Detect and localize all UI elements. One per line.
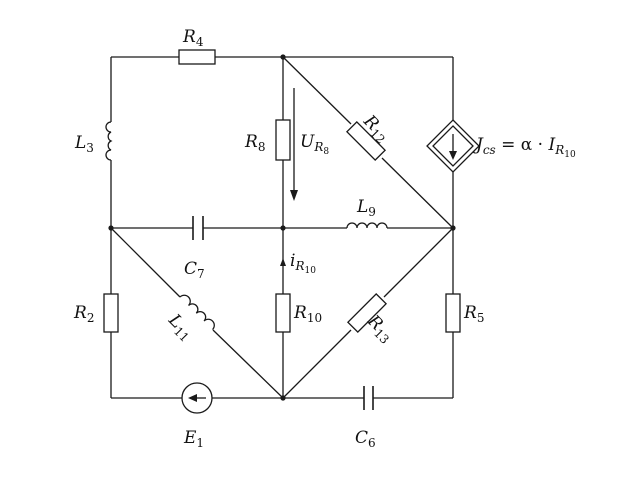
resistor-R10 [275, 293, 291, 333]
resistor-R2 [103, 293, 119, 333]
junction-bottom-middle [280, 395, 286, 401]
inductor-L3 [105, 121, 113, 161]
label-R5: R5 [463, 303, 484, 325]
label-Jcs: Jcs = α · IR10 [473, 135, 576, 160]
label-C7: C7 [184, 259, 205, 281]
inductor-L11 [179, 294, 215, 330]
junction-dots [108, 54, 456, 401]
label-L9: L9 [356, 197, 376, 219]
label-R2: R2 [73, 303, 94, 325]
wires [110, 56, 454, 399]
resistor-R13 [346, 292, 388, 334]
label-UR8: UR8 [300, 132, 329, 157]
junction-left-middle [108, 225, 114, 231]
label-iR10: iR10 [290, 251, 316, 276]
dependent-current-source-Jcs [426, 119, 480, 173]
label-R4: R4 [182, 27, 204, 49]
resistor-R4 [178, 49, 216, 65]
current-arrow-iR10 [280, 258, 286, 266]
voltage-arrow-UR8 [290, 88, 298, 201]
label-C6: C6 [355, 428, 376, 450]
resistor-R8 [275, 119, 291, 161]
label-E1: E1 [183, 428, 204, 450]
junction-center [280, 225, 286, 231]
label-R8: R8 [244, 132, 265, 154]
capacitor-C6 [363, 386, 374, 410]
label-R10: R10 [293, 303, 322, 325]
inductor-L9 [346, 222, 388, 229]
junction-top-middle [280, 54, 286, 60]
label-L3: L3 [74, 133, 94, 155]
voltage-source-E1 [181, 382, 213, 414]
resistor-R5 [445, 293, 461, 333]
label-L11: L11 [162, 310, 197, 345]
junction-right-middle [450, 225, 456, 231]
capacitor-C7 [192, 216, 204, 240]
resistor-R12 [345, 120, 387, 162]
